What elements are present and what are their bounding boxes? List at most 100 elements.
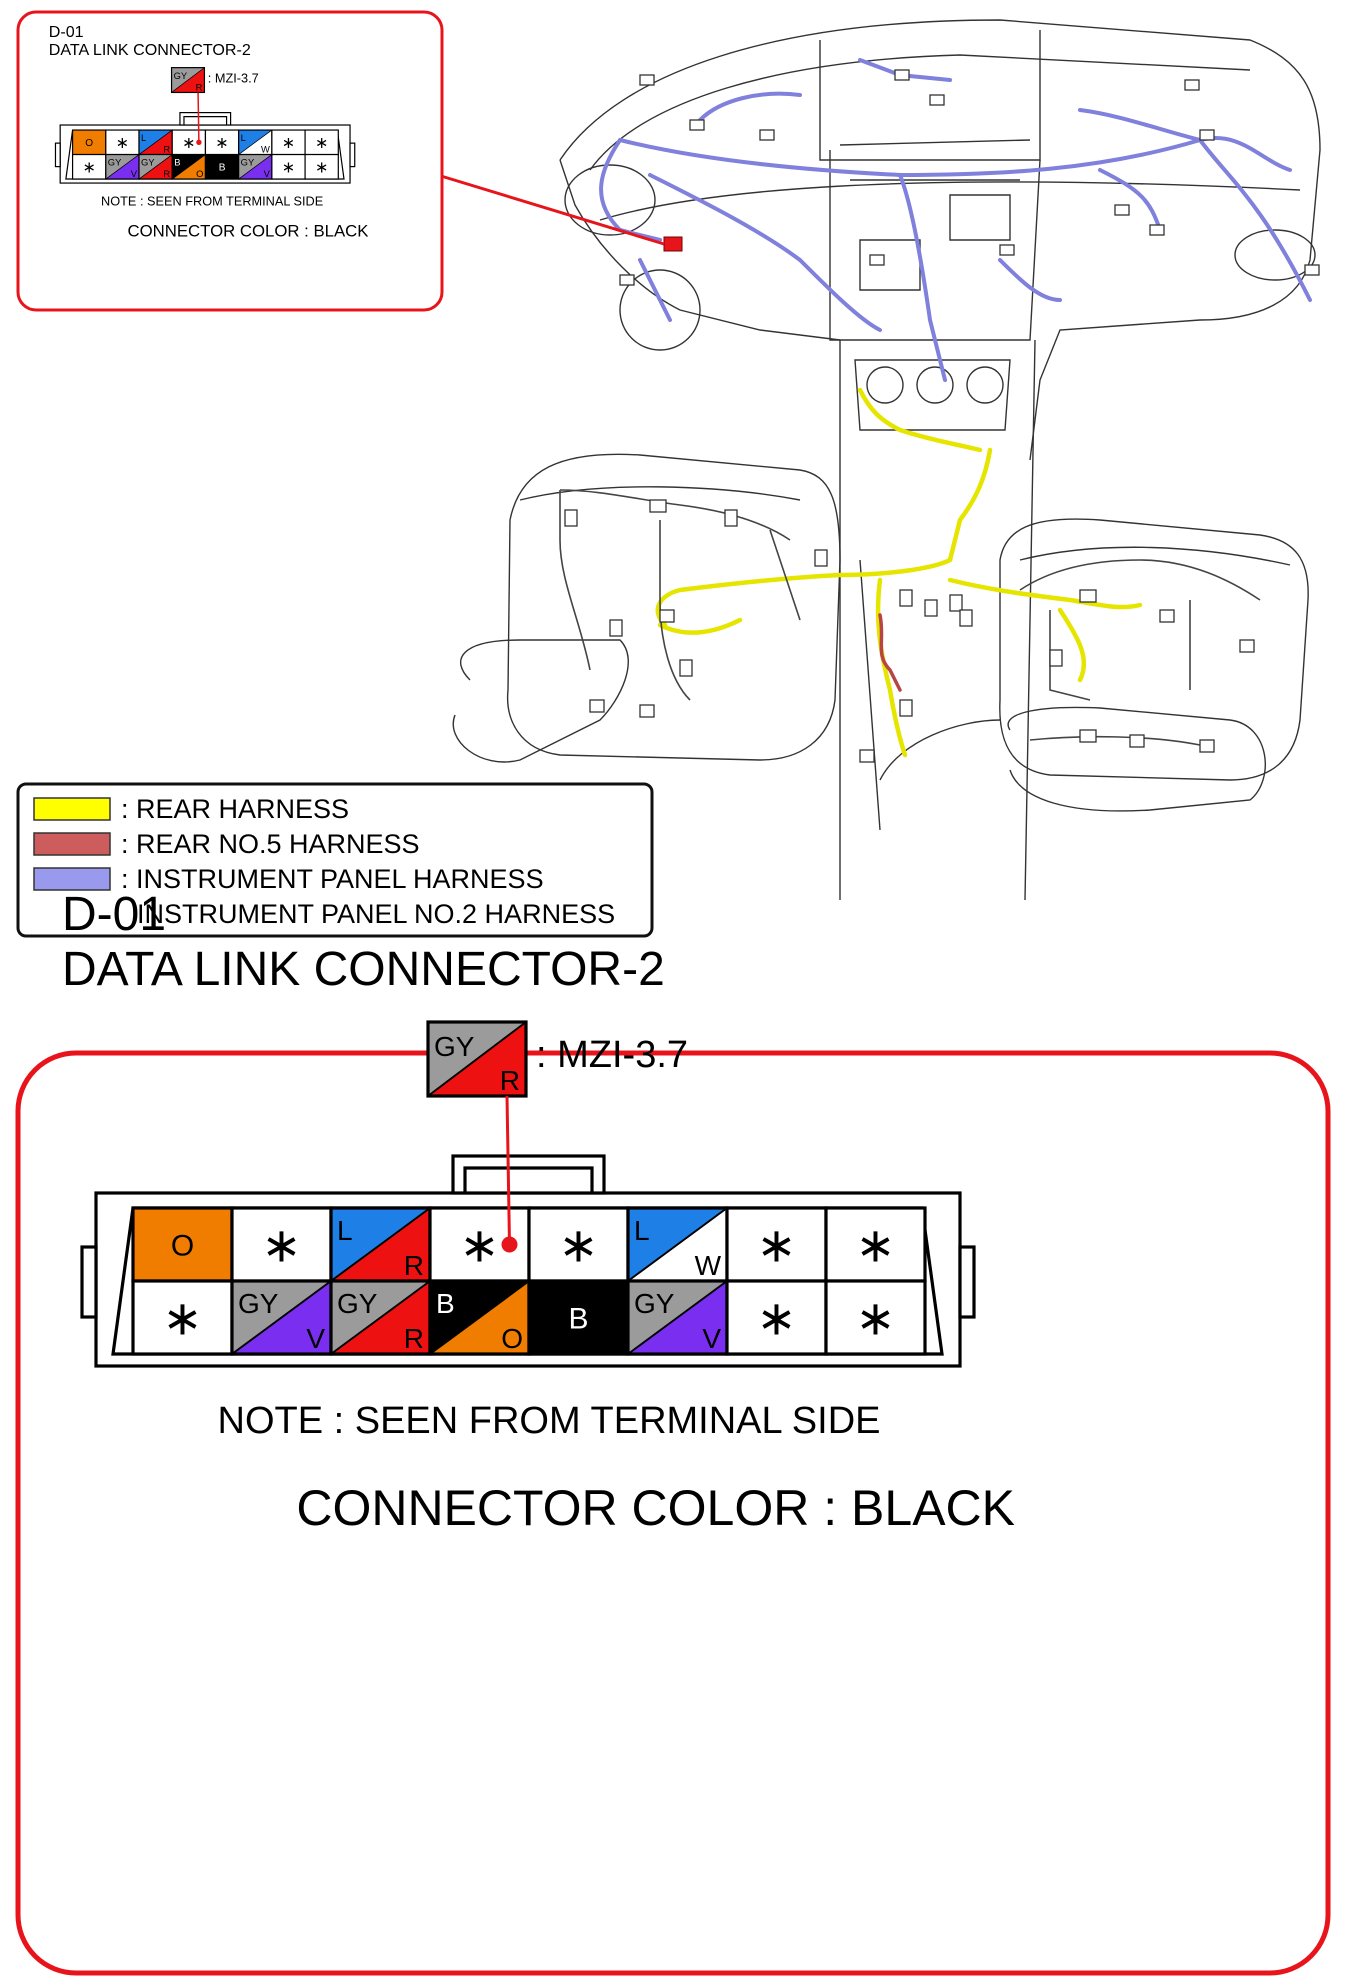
detail-pin-empty-mark: ∗ xyxy=(459,1220,499,1273)
legend-item: INSTRUMENT PANEL NO.2 HARNESS xyxy=(137,899,615,929)
detail-pin-r1-c5: ∗ xyxy=(527,1206,630,1283)
legend-label: : REAR NO.5 HARNESS xyxy=(121,829,420,859)
detail-pin-r2-c7: ∗ xyxy=(725,1279,828,1356)
inset-pin-bottom-color: O xyxy=(196,168,203,179)
detail-pin-r1-c2: ∗ xyxy=(230,1206,333,1283)
detail-pin-bottom-color: V xyxy=(702,1323,721,1354)
inset-connector-id: D-01 xyxy=(49,23,84,41)
detail-pin-r1-c1: O xyxy=(131,1206,234,1283)
legend-item: : REAR NO.5 HARNESS xyxy=(33,829,420,859)
inset-pin-r1-c7: ∗ xyxy=(271,129,306,156)
detail-pin-bottom-color: W xyxy=(695,1250,722,1281)
inset-pin-r1-c3: LR xyxy=(138,129,173,156)
legend-swatch xyxy=(33,797,111,821)
inset-pin-marker-dot xyxy=(196,139,202,145)
target-connector-marker xyxy=(663,236,683,252)
inset-pin-r1-c8: ∗ xyxy=(304,129,339,156)
legend-swatch xyxy=(33,867,111,891)
inset-pin-r2-c5: B xyxy=(204,153,240,180)
detail-pin-bottom-color: O xyxy=(501,1323,523,1354)
detail-pin-empty-mark: ∗ xyxy=(756,1220,796,1273)
detail-pin-bottom-color: R xyxy=(404,1323,424,1354)
legend-item: : INSTRUMENT PANEL HARNESS xyxy=(33,864,544,894)
detail-pin-top-color: GY xyxy=(634,1288,675,1319)
inset-pin-bottom-color: W xyxy=(261,144,270,155)
inset-pin-top-color: L xyxy=(141,132,146,143)
detail-pin-r1-c8: ∗ xyxy=(824,1206,927,1283)
detail-pin-color-label: O xyxy=(171,1230,194,1263)
inset-connector-color-note: CONNECTOR COLOR : BLACK xyxy=(128,221,369,240)
detail-pin-top-color: B xyxy=(436,1288,455,1319)
inset-pin-top-color: GY xyxy=(241,156,255,167)
detail-pin-bottom-color: R xyxy=(404,1250,424,1281)
floor-wiring xyxy=(559,489,1261,746)
legend-swatch xyxy=(33,832,111,856)
leader-line xyxy=(440,174,665,246)
inset-pin-r2-c3: GYR xyxy=(138,153,173,180)
detail-pin-empty-mark: ∗ xyxy=(558,1220,598,1273)
detail-pin-top-color: GY xyxy=(337,1288,378,1319)
inset-pin-r1-c2: ∗ xyxy=(105,129,140,156)
inset-pin-r2-c4: BO xyxy=(171,153,207,180)
detail-pin-r2-c5: B xyxy=(527,1279,630,1356)
inset-pin-bottom-color: V xyxy=(131,168,138,179)
detail-pin-empty-mark: ∗ xyxy=(756,1293,796,1346)
inset-swatch-top-label: GY xyxy=(174,70,188,81)
inset-pin-r2-c7: ∗ xyxy=(271,153,306,180)
detail-connector-color-note: CONNECTOR COLOR : BLACK xyxy=(296,1480,1015,1536)
inset-pin-empty-mark: ∗ xyxy=(315,158,329,176)
inset-pin-top-color: L xyxy=(241,132,246,143)
detail-pin-empty-mark: ∗ xyxy=(162,1293,202,1346)
inset-pin-empty-mark: ∗ xyxy=(116,134,130,152)
inset-pin-empty-mark: ∗ xyxy=(182,134,196,152)
inset-pin-bottom-color: V xyxy=(264,168,271,179)
detail-pin-r2-c4: BO xyxy=(428,1279,531,1356)
inset-pin-empty-mark: ∗ xyxy=(82,158,96,176)
detail-connector-id: D-01 xyxy=(62,888,166,941)
inset-terminal-note: NOTE : SEEN FROM TERMINAL SIDE xyxy=(101,194,323,209)
harness-legend: : REAR HARNESS : REAR NO.5 HARNESS : INSTR… xyxy=(16,782,654,938)
harness-connectors xyxy=(564,69,1320,763)
detail-pin-r2-c1: ∗ xyxy=(131,1279,234,1356)
inset-pin-empty-mark: ∗ xyxy=(315,134,329,152)
detail-pin-bottom-color: V xyxy=(306,1323,325,1354)
detail-terminal-note: NOTE : SEEN FROM TERMINAL SIDE xyxy=(218,1400,881,1442)
inset-pin-bottom-color: R xyxy=(163,144,170,155)
legend-label: : INSTRUMENT PANEL HARNESS xyxy=(121,864,544,894)
inset-pin-empty-mark: ∗ xyxy=(215,134,229,152)
inset-wire-ref-label: : MZI-3.7 xyxy=(208,71,259,86)
detail-pin-r2-c6: GY V xyxy=(626,1279,729,1356)
detail-pin-marker-line xyxy=(505,1095,511,1245)
detail-pin-color-label: B xyxy=(568,1303,588,1336)
inset-pin-r1-c5: ∗ xyxy=(204,129,240,156)
inset-pin-top-color: GY xyxy=(108,156,122,167)
inset-pin-r2-c6: GY V xyxy=(238,153,273,180)
legend-item: : REAR HARNESS xyxy=(33,794,349,824)
inset-swatch-bottom-label: R xyxy=(196,81,203,92)
detail-pin-top-color: L xyxy=(337,1215,353,1246)
legend-label: : REAR HARNESS xyxy=(121,794,349,824)
detail-pin-empty-mark: ∗ xyxy=(855,1220,895,1273)
detail-pin-marker-dot xyxy=(501,1236,518,1253)
detail-pin-top-color: L xyxy=(634,1215,650,1246)
vehicle-interior-drawing xyxy=(452,19,1321,901)
legend-label: INSTRUMENT PANEL NO.2 HARNESS xyxy=(137,899,615,929)
inset-pin-r2-c8: ∗ xyxy=(304,153,339,180)
inset-pin-empty-mark: ∗ xyxy=(282,134,296,152)
detail-pin-empty-mark: ∗ xyxy=(261,1220,301,1273)
detail-connector-name: DATA LINK CONNECTOR-2 xyxy=(62,943,665,996)
inset-connector-name: DATA LINK CONNECTOR-2 xyxy=(49,41,251,59)
detail-pin-r2-c2: GYV xyxy=(230,1279,333,1356)
detail-pin-r2-c3: GY R xyxy=(329,1279,432,1356)
inset-pin-r1-c1: O xyxy=(71,129,107,156)
inset-pin-color-label: O xyxy=(85,138,93,149)
detail-pin-r1-c3: LR xyxy=(329,1206,432,1283)
inset-pin-color-label: B xyxy=(219,162,226,173)
inset-pin-bottom-color: R xyxy=(163,168,170,179)
inset-pin-r2-c1: ∗ xyxy=(71,153,107,180)
detail-pin-empty-mark: ∗ xyxy=(855,1293,895,1346)
inset-pin-top-color: B xyxy=(174,156,180,167)
instrument-panel-harness xyxy=(599,58,1312,382)
